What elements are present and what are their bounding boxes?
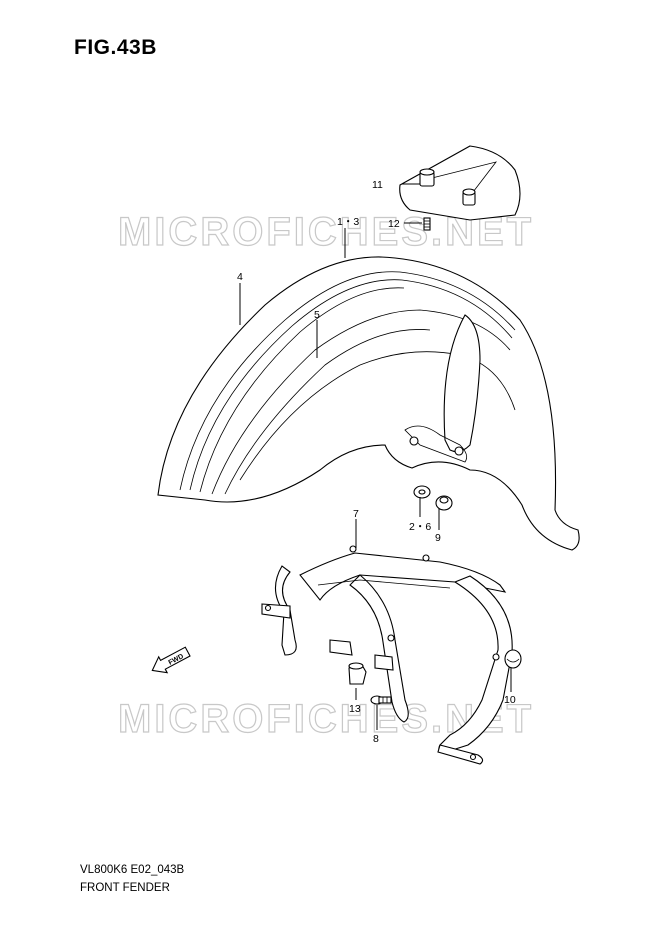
callout-2-6: 2・6 [409, 521, 431, 533]
front-fender [157, 256, 580, 551]
part-9-grommet [435, 495, 453, 511]
part-10-cap [504, 649, 522, 669]
part-11-clip-b [462, 188, 476, 206]
fwd-arrow-icon: FWD [151, 646, 191, 674]
callout-12: 12 [388, 218, 400, 230]
part-7-brace [261, 545, 513, 765]
callout-1-3: 1・3 [337, 216, 359, 228]
callout-4: 4 [237, 271, 243, 283]
inset-detail [399, 145, 521, 231]
drawing-code: VL800K6 E02_043B [80, 864, 185, 876]
drawing-name: FRONT FENDER [80, 882, 170, 894]
callout-7: 7 [353, 508, 359, 520]
part-13-cushion [348, 662, 367, 685]
callout-9: 9 [435, 532, 441, 544]
callout-13: 13 [349, 703, 361, 715]
callout-11: 11 [372, 179, 383, 191]
callout-5: 5 [314, 309, 320, 321]
part-8-bolt [370, 695, 392, 705]
callout-8: 8 [373, 733, 379, 745]
callout-10: 10 [504, 694, 516, 706]
figure-title: FIG.43B [74, 36, 157, 59]
part-12-screw [423, 217, 431, 231]
part-2-6-washer [413, 485, 431, 499]
part-11-clip-a [419, 168, 435, 187]
